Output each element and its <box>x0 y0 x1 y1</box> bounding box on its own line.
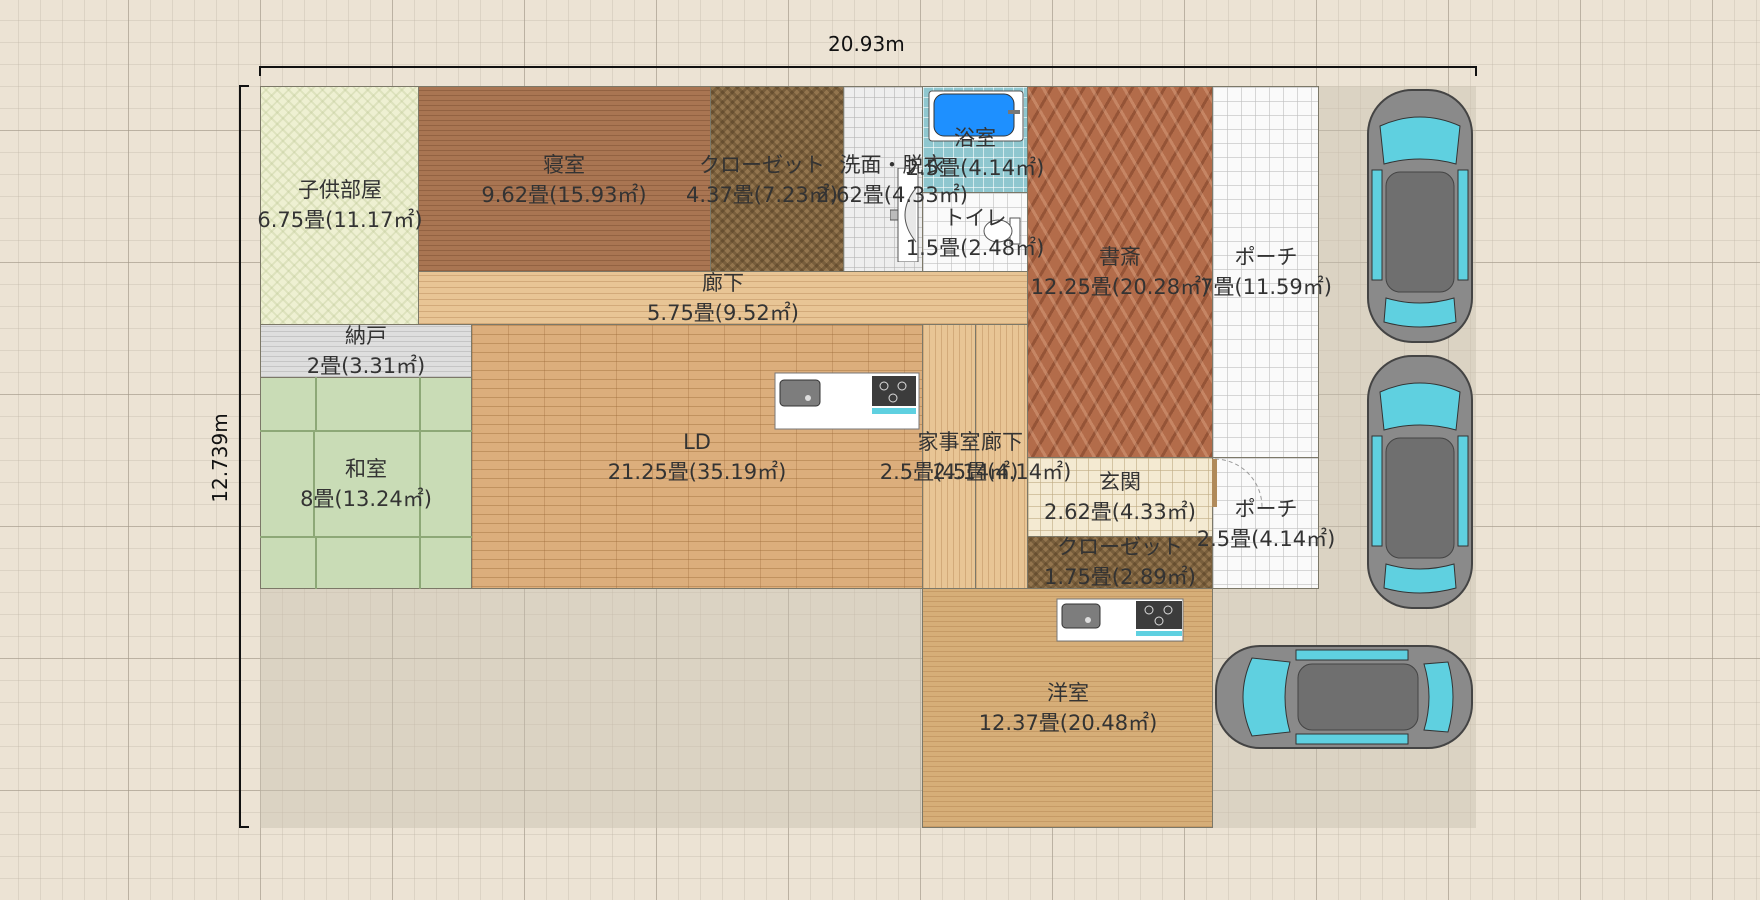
room-study[interactable] <box>1027 86 1213 458</box>
kitchen-counter-icon[interactable] <box>774 372 920 430</box>
room-hallway-top[interactable] <box>418 271 1028 325</box>
tatami-line <box>315 536 317 589</box>
room-child-room[interactable] <box>260 86 419 325</box>
width-dimension-label: 20.93m <box>828 32 905 56</box>
width-dimension-tick-left <box>259 66 261 76</box>
room-closet-top[interactable] <box>710 86 844 272</box>
room-hallway-mid[interactable] <box>975 324 1028 589</box>
room-japanese-room[interactable] <box>260 377 472 589</box>
washbasin-icon[interactable] <box>890 168 920 262</box>
room-storage[interactable] <box>260 324 472 378</box>
room-porch-bottom[interactable] <box>1212 457 1319 589</box>
room-ld[interactable] <box>471 324 923 589</box>
tatami-line <box>419 430 421 537</box>
height-dimension-line <box>239 86 241 828</box>
car-icon[interactable] <box>1212 642 1476 752</box>
toilet-icon[interactable] <box>982 214 1022 248</box>
tatami-line <box>260 430 472 432</box>
tatami-line <box>313 430 315 537</box>
car-icon[interactable] <box>1364 352 1476 612</box>
tatami-line <box>419 536 421 589</box>
tatami-line <box>315 377 317 431</box>
width-dimension-line <box>260 66 1476 68</box>
tatami-line <box>419 377 421 431</box>
room-entrance[interactable] <box>1027 457 1213 537</box>
tatami-line <box>260 536 472 538</box>
height-dimension-tick-bottom <box>239 826 249 828</box>
door-swing-icon[interactable] <box>1212 457 1268 509</box>
kitchen-counter-icon[interactable] <box>1056 598 1184 642</box>
bathtub-icon[interactable] <box>928 90 1024 142</box>
room-porch-top[interactable] <box>1212 86 1319 458</box>
room-closet-bottom[interactable] <box>1027 536 1213 589</box>
room-utility-room[interactable] <box>922 324 976 589</box>
height-dimension-label: 12.739m <box>208 413 232 503</box>
height-dimension-tick-top <box>239 85 249 87</box>
width-dimension-tick-right <box>1475 66 1477 76</box>
car-icon[interactable] <box>1364 86 1476 346</box>
room-bedroom[interactable] <box>418 86 711 272</box>
